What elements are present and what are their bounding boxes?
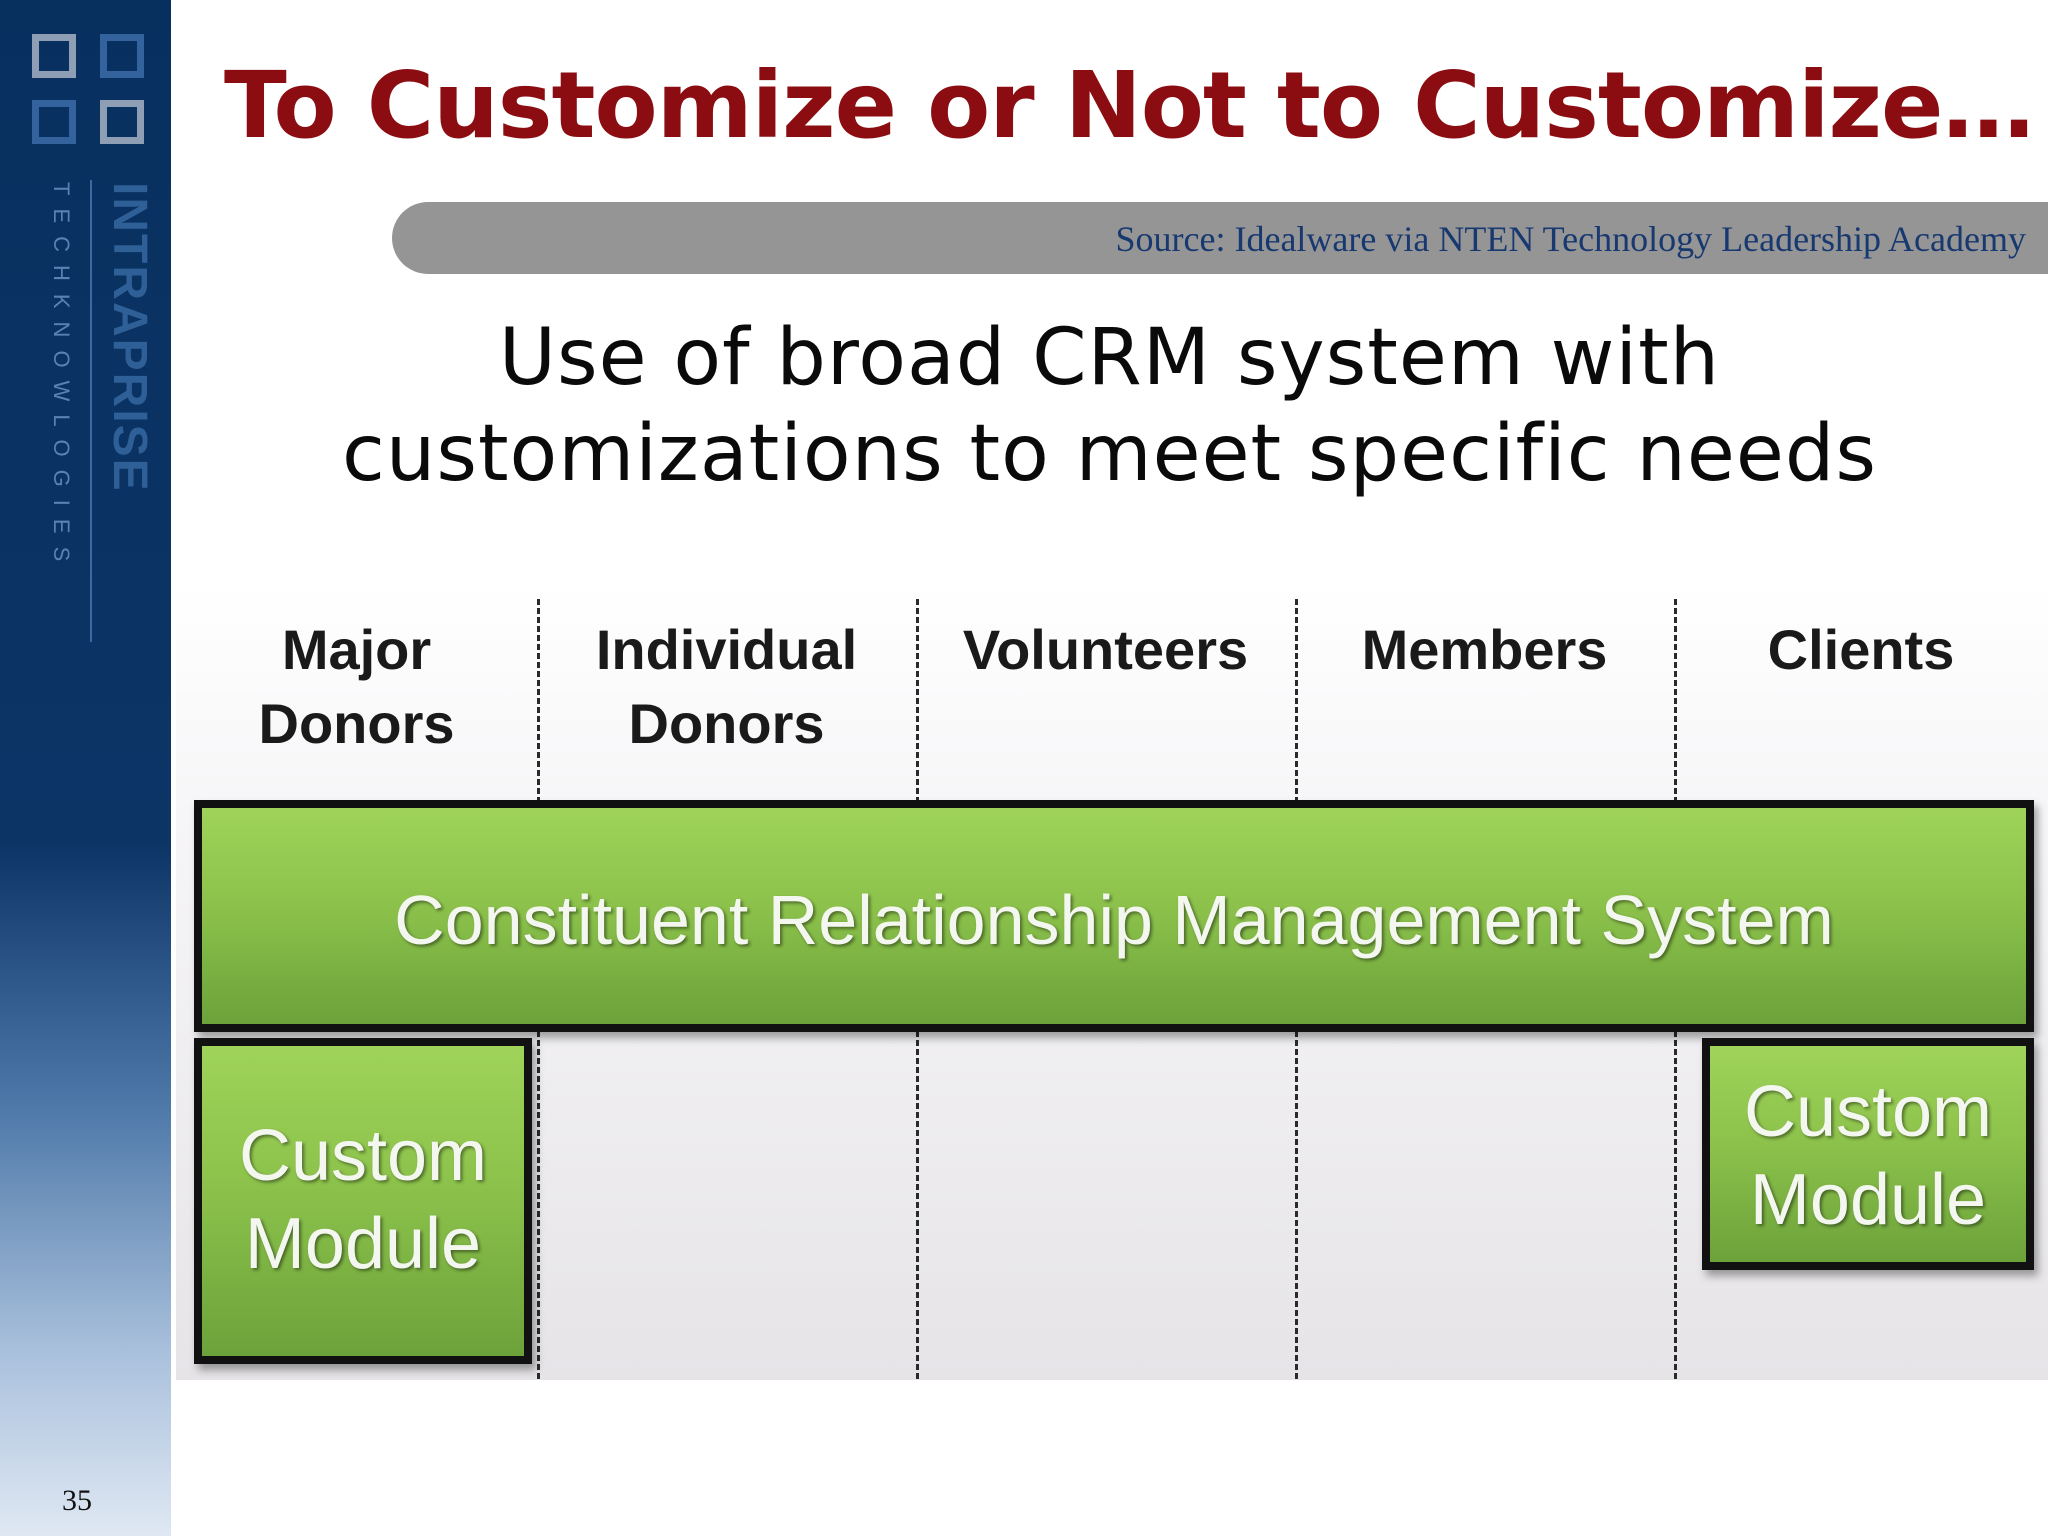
column-label-line: Volunteers [962,618,1249,681]
module-label-line: Module [244,1204,482,1284]
custom-module-right: Custom Module [1702,1038,2034,1270]
column-label-line: Individual [595,618,858,681]
page-number: 35 [62,1484,92,1517]
brand-tagline: TECHKNOWLOGIES [49,182,74,575]
slide-title: To Customize or Not to Customize… [224,52,2034,159]
column-label-clients: Clients [1674,613,2048,687]
column-label-line: Members [1361,618,1608,681]
brand-name: INTRAPRISE [103,182,156,493]
column-label-line: Clients [1767,618,1955,681]
custom-module-label: Custom Module [202,1112,524,1288]
column-label-line: Major [281,618,432,681]
logo-squares-icon [30,32,158,160]
column-label-individual-donors: Individual Donors [537,613,916,761]
source-text: Source: Idealware via NTEN Technology Le… [1115,219,2026,259]
crm-system-label: Constituent Relationship Management Syst… [394,881,1834,959]
brand-divider [90,180,92,642]
module-label-line: Custom [1743,1072,1993,1152]
column-label-volunteers: Volunteers [916,613,1295,687]
custom-module-left: Custom Module [194,1038,532,1364]
logo-square-icon [100,100,144,144]
custom-module-label: Custom Module [1710,1068,2026,1244]
logo-square-icon [32,34,76,78]
module-label-line: Module [1749,1160,1987,1240]
crm-system-box: Constituent Relationship Management Syst… [194,800,2034,1032]
column-label-members: Members [1295,613,1674,687]
column-label-major-donors: Major Donors [176,613,537,761]
crm-diagram: Major Donors Individual Donors Volunteer… [176,585,2048,1380]
subtitle-line: Use of broad CRM system with [498,313,1721,403]
logo-square-icon [32,100,76,144]
column-label-line: Donors [258,692,455,755]
logo-square-icon [100,34,144,78]
subtitle-line: customizations to meet specific needs [342,409,1877,499]
column-label-line: Donors [628,692,825,755]
slide-subtitle: Use of broad CRM system with customizati… [171,310,2048,502]
source-banner: Source: Idealware via NTEN Technology Le… [392,202,2048,274]
sidebar: INTRAPRISE TECHKNOWLOGIES 35 [0,0,171,1536]
module-label-line: Custom [238,1116,488,1196]
